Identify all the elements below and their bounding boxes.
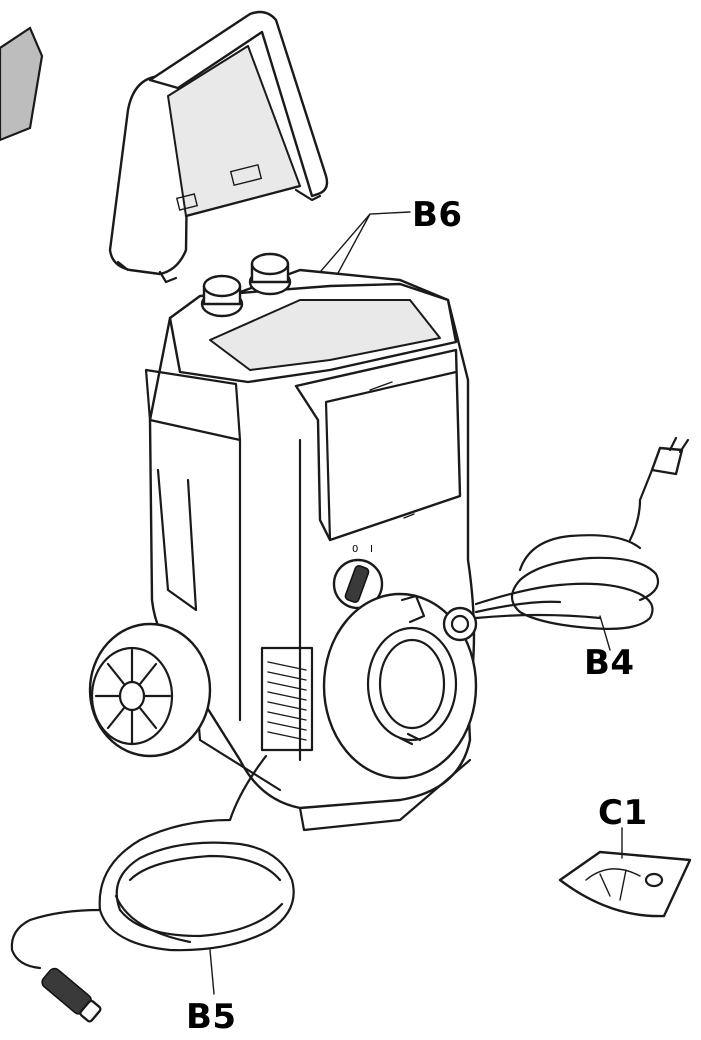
svg-text:I: I <box>370 544 373 555</box>
sachet-icon <box>558 827 692 918</box>
handle-icon <box>108 10 329 284</box>
label-b5: B5 <box>186 997 237 1037</box>
svg-text:0: 0 <box>352 544 358 555</box>
label-c1: C1 <box>598 793 648 833</box>
arrow-icon <box>0 26 44 142</box>
label-b6: B6 <box>412 195 463 235</box>
pressure-washer-icon: 0 I <box>88 252 478 832</box>
label-b4: B4 <box>584 643 635 683</box>
power-cord-icon <box>474 436 690 651</box>
hose-icon <box>10 754 295 1023</box>
